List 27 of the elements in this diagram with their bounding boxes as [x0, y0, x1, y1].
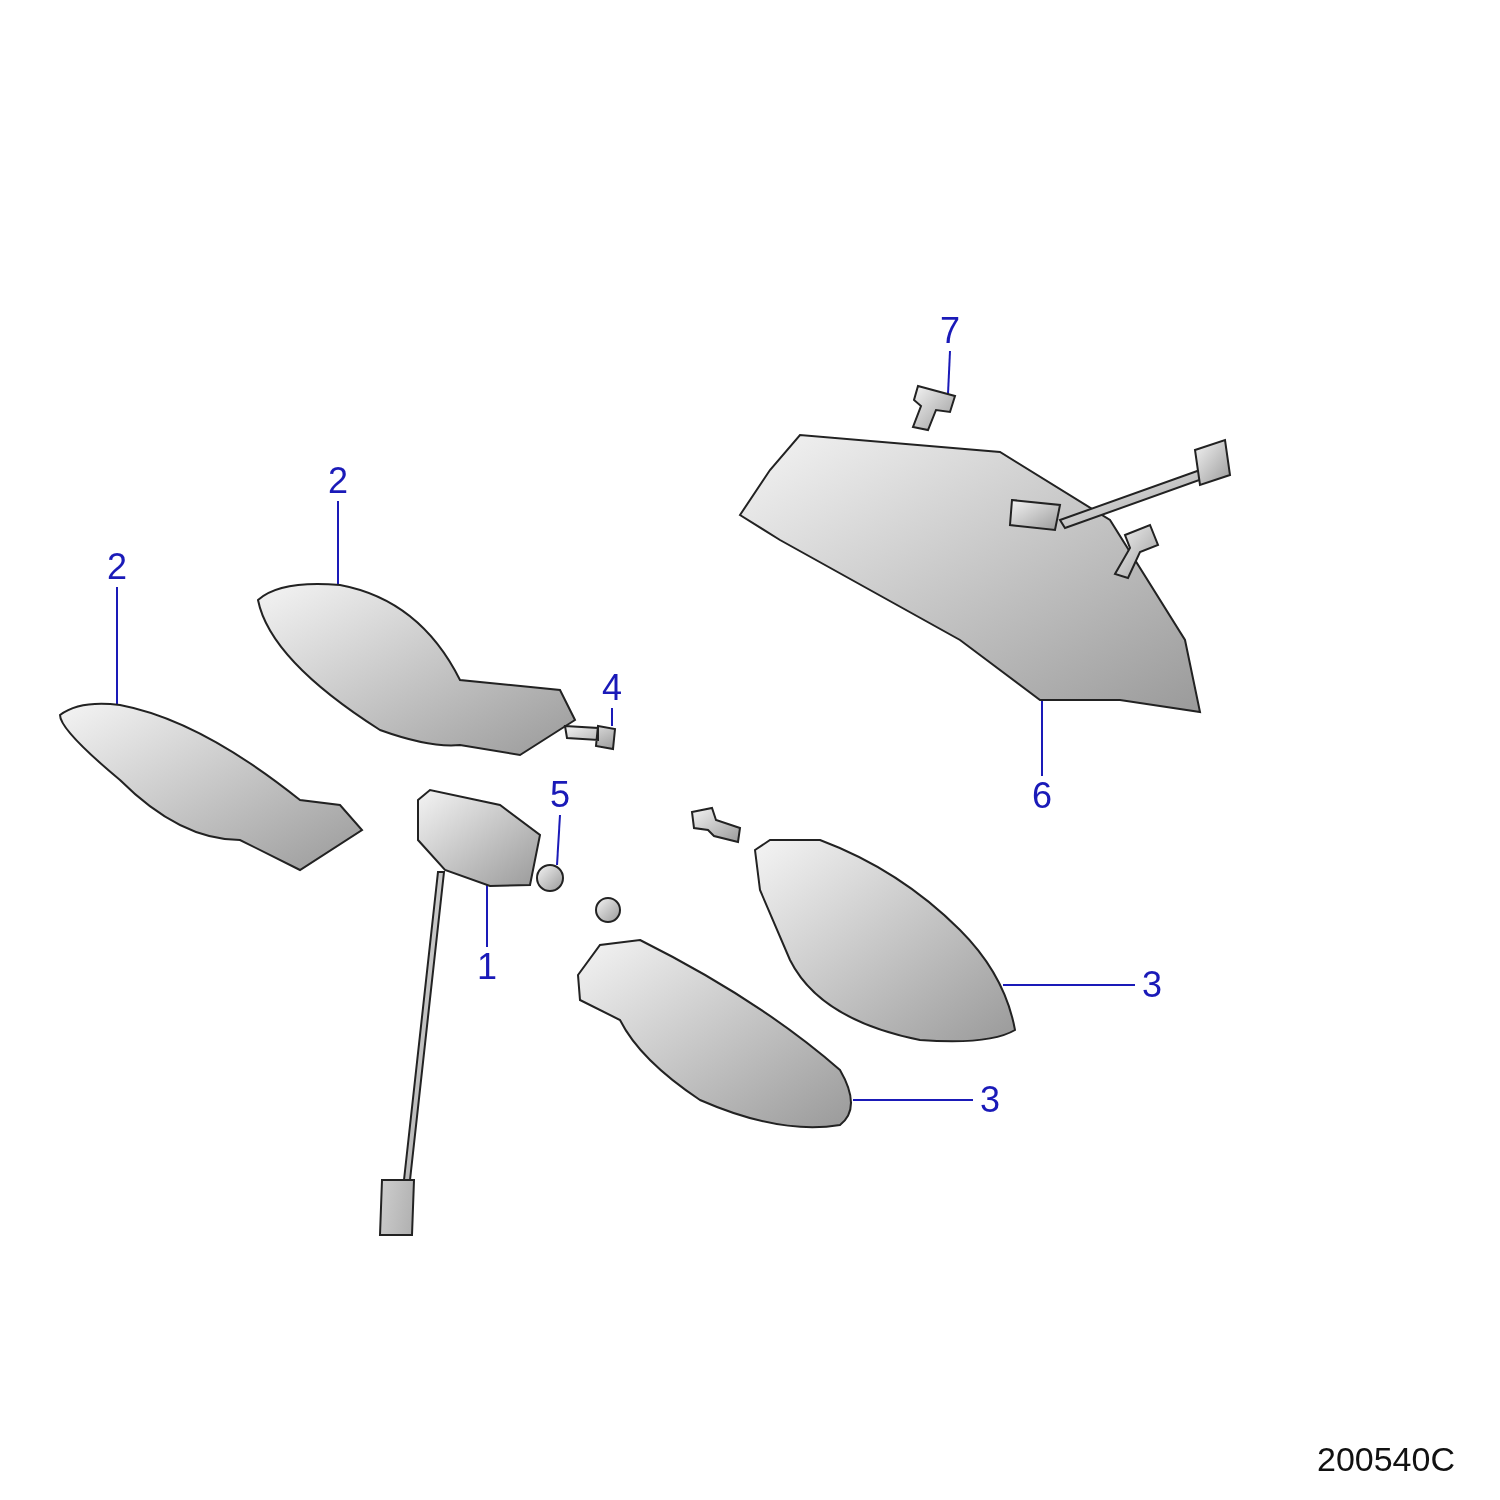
- callout-number: 3: [1137, 966, 1167, 1004]
- turn-signal-drawing: [754, 839, 1016, 1043]
- callout-number: 5: [545, 776, 575, 814]
- bolt-drawing: [911, 384, 957, 432]
- turn-signal-drawing: [577, 939, 852, 1129]
- turn-signal-drawing: [59, 702, 363, 871]
- taillight-drawing: [738, 433, 1232, 714]
- license-light-drawing: [417, 788, 542, 887]
- leader-line: [556, 814, 561, 866]
- leader-line: [1002, 984, 1136, 986]
- leader-line: [1041, 699, 1043, 777]
- leader-line: [337, 500, 339, 587]
- leader-line: [486, 883, 488, 948]
- bolt-drawing: [563, 724, 617, 751]
- leader-line: [947, 350, 951, 395]
- callout-number: 4: [597, 669, 627, 707]
- leader-line: [852, 1099, 974, 1101]
- leader-line: [611, 707, 613, 727]
- drawing-number: 200540C: [1317, 1440, 1455, 1478]
- callout-number: 6: [1027, 777, 1057, 815]
- callout-number: 2: [102, 548, 132, 586]
- callout-number: 7: [935, 312, 965, 350]
- callout-number: 3: [975, 1081, 1005, 1119]
- callout-number: 1: [472, 948, 502, 986]
- turn-signal-drawing: [257, 583, 576, 756]
- nut-drawing: [536, 864, 564, 892]
- callout-number: 2: [323, 462, 353, 500]
